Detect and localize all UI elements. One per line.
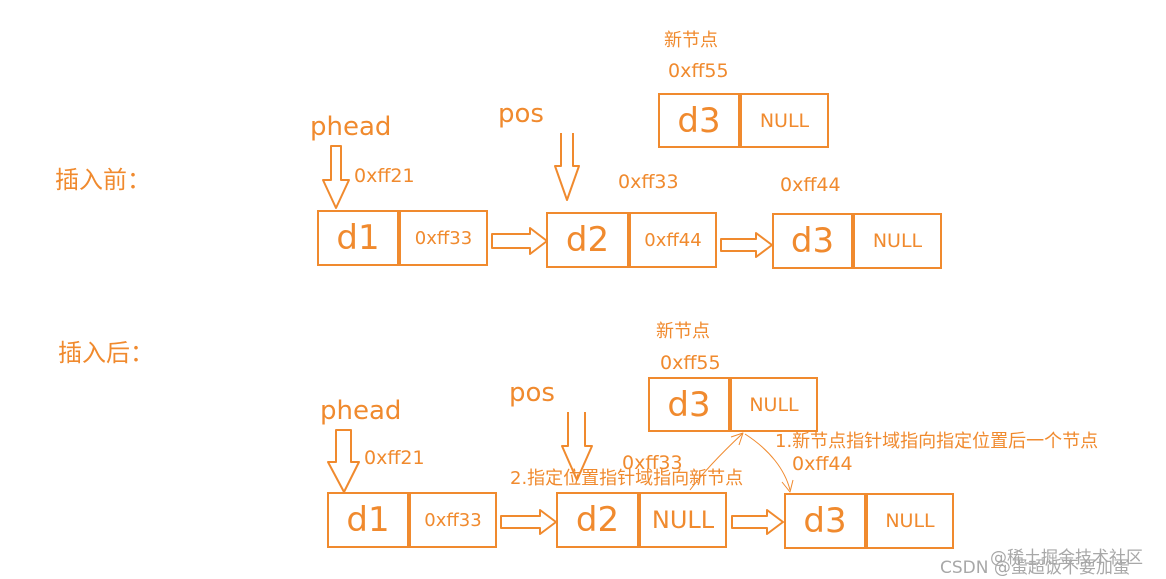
node2-to-new-arrow [689, 433, 743, 491]
new-to-node3-arrow [744, 433, 791, 491]
pos-label-bottom: pos [509, 378, 555, 408]
new-node-address-bottom: 0xff55 [660, 352, 721, 374]
new-node-address-top: 0xff55 [668, 60, 729, 82]
node2-data-bottom: d2 [556, 492, 639, 548]
step2-annotation: 2.指定位置指针域指向新节点 [510, 468, 744, 489]
node1-next-bottom: 0xff33 [409, 492, 497, 548]
phead-label-top: phead [310, 112, 392, 142]
node2-address-bottom: 0xff33 [622, 452, 683, 474]
node3-data-bottom: d3 [784, 493, 866, 549]
phead-arrow-top [322, 145, 350, 209]
link-arrow-1-bottom [500, 509, 557, 535]
node1-address-top: 0xff21 [354, 165, 415, 187]
new-node-next-top: NULL [740, 93, 829, 148]
node1-address-bottom: 0xff21 [364, 447, 425, 469]
node3-address-bottom: 0xff44 [792, 453, 853, 475]
new-node-data-bottom: d3 [648, 377, 730, 432]
node2-next-top: 0xff44 [629, 212, 717, 268]
link-arrow-2-bottom [731, 509, 784, 535]
watermark-csdn: CSDN @蛋超饭不要加蛋 [940, 558, 1130, 578]
new-node-label-bottom: 新节点 [656, 321, 710, 342]
node1-next-top: 0xff33 [399, 210, 488, 266]
pos-label-top: pos [498, 99, 544, 129]
link-arrow-2-top [720, 232, 773, 258]
node3-address-top: 0xff44 [780, 174, 841, 196]
node1-data-top: d1 [317, 210, 399, 266]
node3-next-bottom: NULL [866, 493, 954, 549]
new-node-data-top: d3 [658, 93, 740, 148]
node3-next-top: NULL [853, 213, 942, 269]
pos-arrow-top [554, 133, 580, 201]
node3-data-top: d3 [772, 213, 853, 269]
phead-arrow-bottom [327, 429, 360, 493]
phead-label-bottom: phead [320, 396, 402, 426]
step1-annotation: 1.新节点指针域指向指定位置后一个节点 [775, 431, 1099, 452]
new-node-label-top: 新节点 [664, 30, 718, 51]
new-node-next-bottom: NULL [730, 377, 818, 432]
node2-address-top: 0xff33 [618, 171, 679, 193]
after-title: 插入后： [58, 339, 154, 367]
before-title: 插入前： [55, 166, 151, 194]
link-arrow-1-top [491, 227, 548, 255]
watermark-juejin: @稀土掘金技术社区 [990, 548, 1143, 568]
node2-next-bottom: NULL [639, 492, 727, 548]
pos-arrow-bottom [561, 412, 593, 481]
node1-data-bottom: d1 [327, 492, 409, 548]
